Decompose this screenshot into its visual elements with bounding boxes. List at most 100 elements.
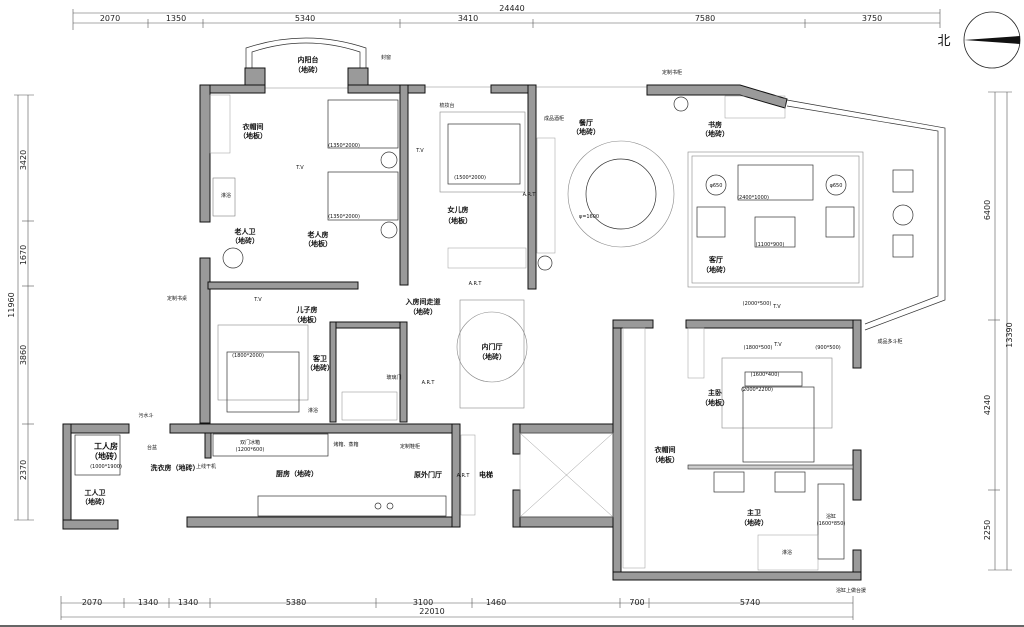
dim-right-1: 6400 xyxy=(983,200,992,220)
dim-top-3: 5340 xyxy=(295,14,315,23)
label-son-room: 儿子房 xyxy=(296,305,318,314)
note-tv-3: T.V xyxy=(253,297,262,303)
dim-top-2: 1350 xyxy=(166,14,186,23)
note-dryer: 上线干机 xyxy=(196,463,216,470)
left-dimensions: 3420 1670 3860 2370 11960 xyxy=(7,94,34,521)
note-shower-2: 淋浴 xyxy=(308,407,318,414)
furniture xyxy=(74,94,914,571)
note-tub-ledge: 浴缸上做台援 xyxy=(836,587,866,594)
note-art-3: A.R.T xyxy=(422,380,436,386)
label-master-bedroom-floor: （地板） xyxy=(701,398,729,407)
room-labels: 内阳台 （地砖） 衣帽间 （地板） 老人房 （地板） 老人卫 （地砖） 女儿房 … xyxy=(81,55,768,527)
dim-top-6: 3750 xyxy=(862,14,882,23)
dim-bottom-5: 3100 xyxy=(413,598,433,607)
label-dining: 餐厅 xyxy=(578,118,593,127)
label-cloakroom-1: 衣帽间 xyxy=(243,122,264,131)
dim-top-4: 3410 xyxy=(458,14,478,23)
note-chest: 成品多斗柜 xyxy=(877,338,902,345)
dim-left-3: 3860 xyxy=(19,345,28,365)
label-living: 客厅 xyxy=(708,255,723,264)
note-bed-1350-b: (1350*2000) xyxy=(328,214,360,220)
top-dimensions: 24440 2070 1350 5340 3410 7580 3750 xyxy=(72,4,941,30)
note-tv-cabinet: (2000*500) xyxy=(743,301,772,307)
note-cabinet-1800: (1800*500) xyxy=(744,345,773,351)
dim-right-3: 2250 xyxy=(983,520,992,540)
note-shower-1: 淋浴 xyxy=(221,192,231,199)
note-custom-bookcase: 定制书柜 xyxy=(662,69,682,76)
note-tv-5: T.V xyxy=(773,342,782,348)
label-study-floor: （地砖） xyxy=(701,129,729,138)
label-cloakroom-2: 衣帽间 xyxy=(655,445,676,454)
label-elder-room: 老人房 xyxy=(307,230,329,239)
dim-left-2: 1670 xyxy=(19,245,28,265)
note-bathtub: 浴缸 xyxy=(826,513,836,520)
note-bed-1350-a: (1350*2000) xyxy=(328,143,360,149)
note-cabinet-900: (900*500) xyxy=(815,345,841,351)
label-cloakroom-2-floor: （地板） xyxy=(651,455,679,464)
label-elder-bath-floor: （地砖） xyxy=(231,236,259,245)
label-elevator: 电梯 xyxy=(479,470,493,479)
dim-bottom-3: 1340 xyxy=(178,598,198,607)
dim-right-2: 4240 xyxy=(983,395,992,415)
note-table-dia: φ=1600 xyxy=(579,214,599,220)
note-bathtub-size: (1600*850) xyxy=(817,521,846,527)
note-sewage-hopper: 污水斗 xyxy=(138,412,153,419)
label-corridor: 入房间走道 xyxy=(405,297,441,306)
note-art-1: A.R.T xyxy=(523,192,537,198)
walls xyxy=(62,67,862,581)
label-inner-balcony: 内阳台 xyxy=(298,55,319,64)
dim-bottom-7: 700 xyxy=(629,598,644,607)
note-custom-desk: 定制书桌 xyxy=(167,295,187,302)
note-wine-cabinet: 成品酒柜 xyxy=(544,115,564,122)
note-side-table-2: φ650 xyxy=(830,183,843,189)
dim-top-5: 7580 xyxy=(695,14,715,23)
label-dining-floor: （地砖） xyxy=(572,127,600,136)
dim-bottom-2: 1340 xyxy=(138,598,158,607)
label-master-bath: 主卫 xyxy=(747,508,761,517)
note-dressing-table: 梳妆台 xyxy=(439,102,454,109)
bottom-dimensions: 2070 1340 1340 5380 3100 1460 700 5740 2… xyxy=(60,596,854,620)
north-compass: 北 xyxy=(937,11,1021,69)
note-basin: 台盆 xyxy=(147,444,157,451)
label-living-floor: （地砖） xyxy=(702,265,730,274)
dim-left-total: 11960 xyxy=(7,292,16,317)
label-study: 书房 xyxy=(708,120,722,129)
label-laundry: 洗衣房（地砖） xyxy=(151,463,200,472)
label-son-room-floor: （地板） xyxy=(293,315,321,324)
note-shower-3: 淋浴 xyxy=(782,549,792,556)
note-tv-1: T.V xyxy=(295,165,304,171)
dim-bottom-4: 5380 xyxy=(286,598,306,607)
note-shoe-cabinet: 定制鞋柜 xyxy=(400,443,420,450)
label-inner-balcony-floor: （地砖） xyxy=(294,65,322,74)
north-label: 北 xyxy=(937,34,950,49)
note-bed-2000: (2000*2200) xyxy=(741,387,773,393)
label-worker-bath-floor: （地砖） xyxy=(81,497,109,506)
label-elder-bath: 老人卫 xyxy=(234,227,256,236)
balcony-outline xyxy=(245,37,946,331)
label-master-bedroom: 主卧 xyxy=(708,388,722,397)
label-worker-room-floor: （地砖） xyxy=(90,451,122,461)
label-outer-foyer: 原外门厅 xyxy=(414,470,442,479)
north-arrow-icon xyxy=(964,36,1020,44)
dim-right-total: 13390 xyxy=(1005,322,1014,347)
dim-bottom-total: 22010 xyxy=(419,607,444,616)
label-master-bath-floor: （地砖） xyxy=(740,518,768,527)
dim-bottom-8: 5740 xyxy=(740,598,760,607)
dim-top-total: 24440 xyxy=(499,4,524,13)
label-inner-foyer-floor: （地砖） xyxy=(478,352,506,361)
note-glass-door: 玻璃门 xyxy=(386,374,401,381)
dim-top-1: 2070 xyxy=(100,14,120,23)
dim-left-4: 2370 xyxy=(19,460,28,480)
label-worker-room: 工人房 xyxy=(94,441,118,451)
note-tv-4: T.V xyxy=(772,304,781,310)
note-worker-bed: (1000*1900) xyxy=(90,464,122,470)
note-oven: 烤箱、蒸箱 xyxy=(333,441,358,448)
dim-left-1: 3420 xyxy=(19,150,28,170)
label-worker-bath: 工人卫 xyxy=(85,488,106,497)
note-sealed-window: 封窗 xyxy=(381,54,391,61)
note-side-table-1: φ650 xyxy=(710,183,723,189)
dim-bottom-1: 2070 xyxy=(82,598,102,607)
label-corridor-floor: （地砖） xyxy=(409,307,437,316)
note-coffee-table: (1100*900) xyxy=(756,242,785,248)
